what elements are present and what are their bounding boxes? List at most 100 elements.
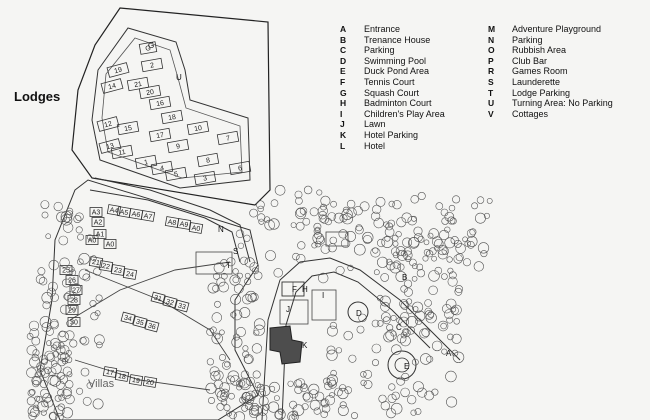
tree-icon — [218, 281, 229, 293]
tree-icon — [439, 229, 450, 241]
tree-icon — [423, 239, 430, 246]
villa-unit: 29 — [65, 305, 79, 315]
tree-icon — [413, 226, 423, 236]
tree-icon — [225, 410, 232, 417]
tree-icon — [328, 379, 337, 389]
tree-icon — [209, 366, 220, 377]
unit-number: A0 — [191, 225, 201, 233]
map-letter-j: J — [286, 305, 290, 314]
tree-icon — [31, 354, 39, 362]
tree-icon — [435, 202, 444, 210]
unit-number: A5 — [119, 209, 129, 217]
tree-icon — [68, 266, 75, 273]
tree-icon — [448, 204, 456, 212]
tree-icon — [269, 381, 280, 393]
tree-icon — [358, 313, 367, 323]
legend-key: C — [340, 45, 347, 56]
tree-icon — [301, 383, 308, 389]
tree-icon — [95, 294, 103, 302]
tree-icon — [208, 396, 216, 404]
villa-unit: 35 — [132, 315, 148, 329]
tree-icon — [384, 227, 395, 237]
legend-key: E — [340, 66, 346, 77]
tree-icon — [348, 354, 357, 363]
tree-icon — [62, 278, 71, 288]
unit-number: 12 — [104, 121, 113, 130]
tree-icon — [440, 322, 447, 330]
tree-icon — [360, 379, 367, 387]
tree-icon — [462, 258, 471, 267]
tree-icon — [235, 326, 246, 337]
legend-key: G — [340, 87, 347, 98]
tree-icon — [66, 371, 73, 378]
villa-unit: A8 — [164, 216, 180, 228]
villa-unit: 17 — [102, 366, 118, 378]
tree-icon — [329, 392, 335, 398]
tree-icon — [299, 383, 309, 393]
tree-icon — [389, 262, 401, 274]
tree-icon — [40, 200, 50, 209]
tree-icon — [431, 255, 437, 262]
unit-number: 7 — [226, 135, 231, 143]
tree-icon — [414, 408, 422, 415]
lodge-unit: 15 — [116, 120, 140, 136]
legend-key: T — [488, 87, 494, 98]
tree-icon — [273, 395, 280, 401]
tree-icon — [344, 386, 353, 395]
legend-text: Lodge Parking — [512, 87, 571, 98]
legend-text: Swimming Pool — [364, 55, 427, 66]
lodge-unit: 21 — [126, 76, 150, 92]
tree-icon — [210, 326, 217, 334]
map-letter-b: B — [402, 273, 407, 282]
tree-icon — [250, 403, 260, 412]
unit-number: 36 — [147, 323, 156, 332]
tree-icon — [214, 300, 221, 308]
legend-text: Adventure Playground — [512, 24, 602, 34]
tree-icon — [355, 224, 363, 232]
tree-icon — [237, 242, 244, 249]
unit-number: 11 — [118, 149, 126, 157]
unit-number: A9 — [179, 221, 189, 229]
tree-icon — [53, 405, 65, 417]
tree-icon — [425, 312, 437, 324]
tree-icon — [370, 247, 381, 258]
unit-number: 17 — [156, 132, 165, 140]
tree-icon — [437, 320, 449, 332]
tree-icon — [265, 250, 276, 261]
villa-unit: 36 — [144, 319, 160, 333]
tree-icon — [213, 262, 225, 274]
legend-text: Trenance House — [364, 34, 431, 45]
tree-icon — [359, 201, 370, 212]
tree-icon — [43, 397, 54, 408]
map-letter-e: E — [404, 362, 409, 371]
tree-icon — [80, 367, 90, 377]
lodge-unit: 5 — [164, 166, 188, 182]
tree-icon — [353, 243, 366, 256]
tree-icon — [59, 375, 69, 384]
tree-icon — [93, 267, 102, 276]
villa-unit: 18 — [114, 370, 130, 382]
tree-icon — [376, 256, 388, 268]
map-letter-t: T — [226, 261, 231, 270]
tree-icon — [320, 215, 330, 224]
tree-icon — [244, 277, 252, 285]
villa-unit: A7 — [140, 210, 156, 222]
tree-icon — [406, 326, 416, 335]
lodge-unit: 1 — [134, 154, 158, 170]
tree-icon — [61, 389, 72, 400]
tree-icon — [401, 212, 412, 223]
lodge-unit: 14 — [100, 78, 124, 94]
tree-icon — [392, 260, 401, 269]
tree-icon — [390, 330, 397, 337]
tree-icon — [44, 366, 52, 375]
tree-icon — [86, 234, 93, 240]
lodge-unit: 18 — [160, 109, 184, 125]
tree-icon — [380, 273, 390, 282]
tree-icon — [324, 381, 333, 391]
tree-icon — [222, 360, 232, 370]
